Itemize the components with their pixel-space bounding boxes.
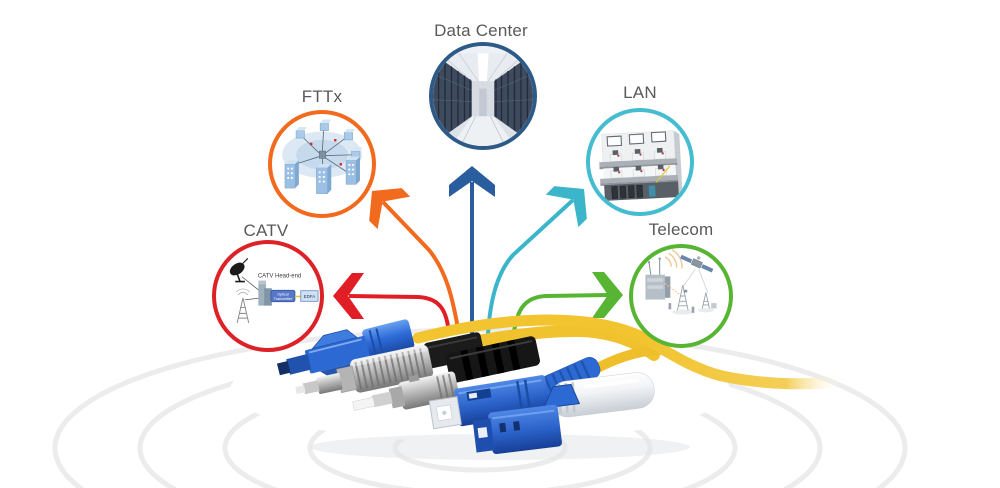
node-label-data-center: Data Center <box>434 21 528 40</box>
node-circle-catv: CATV Head-end <box>212 240 324 352</box>
svg-text:EDFA: EDFA <box>304 294 316 299</box>
telecom-illustration <box>645 249 717 315</box>
arrowhead-up-icon <box>449 166 495 197</box>
receiver-equipment <box>258 280 272 306</box>
catv-headend-label: CATV Head-end <box>258 274 301 280</box>
lc-connector <box>472 372 655 455</box>
edfa-box: EDFA <box>300 290 319 302</box>
optical-transmitter-box: Optical Transmitter <box>270 289 296 303</box>
signal-waves <box>664 249 683 269</box>
base-station-building <box>645 257 671 300</box>
st-connector <box>352 336 540 411</box>
node-circle-fttx <box>268 110 376 218</box>
catv-headend-illustration: CATV Head-end <box>229 258 319 324</box>
node-label-catv: CATV <box>243 221 289 240</box>
arrow-fttx <box>369 188 461 335</box>
cell-tower-icon-small <box>701 292 710 309</box>
antenna-tower-icon <box>235 288 251 324</box>
arrowhead-upright-icon <box>545 186 587 228</box>
arrowhead-left-icon <box>333 273 364 319</box>
node-circle-telecom <box>629 244 733 348</box>
node-label-fttx: FTTx <box>301 87 343 106</box>
data-center-illustration <box>433 46 533 146</box>
node-circle-data-center <box>429 42 537 150</box>
satellite-icon <box>680 254 714 273</box>
svg-text:Transmitter: Transmitter <box>274 297 293 301</box>
arrowhead-upleft-icon <box>369 188 411 230</box>
node-label-telecom: Telecom <box>648 220 714 239</box>
satellite-dish-icon <box>229 258 249 283</box>
node-label-lan: LAN <box>623 83 657 102</box>
cell-tower-icon <box>677 285 689 311</box>
arrowhead-right-icon <box>592 272 623 318</box>
node-circle-lan <box>586 108 694 216</box>
lan-office-illustration <box>599 130 683 201</box>
fttx-network-illustration <box>282 119 363 194</box>
svg-text:Optical: Optical <box>277 293 289 297</box>
arrow-data-center <box>449 166 495 338</box>
